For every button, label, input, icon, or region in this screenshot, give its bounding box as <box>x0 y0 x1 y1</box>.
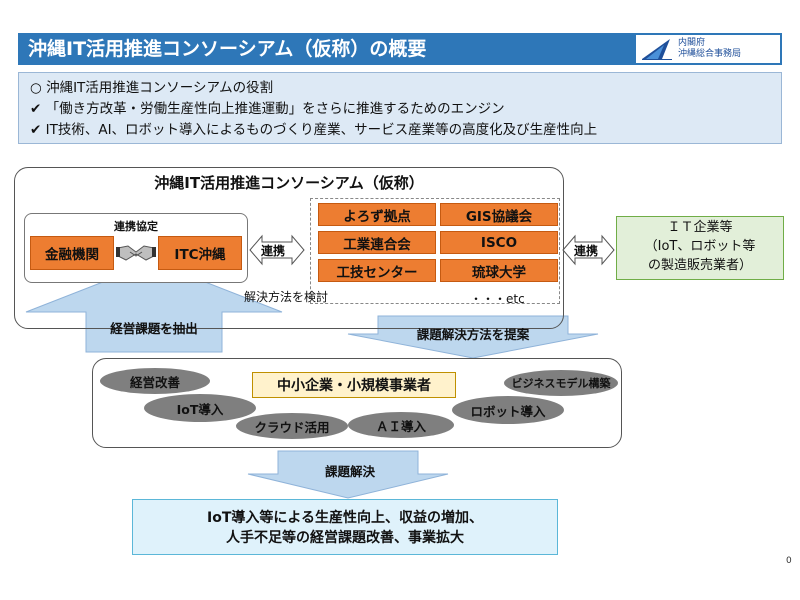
result-line: 人手不足等の経営課題改善、事業拡大 <box>226 530 464 546</box>
result-line: IoT導入等による生産性向上、収益の増加、 <box>207 510 483 526</box>
logo-text-line1: 内閣府 <box>678 38 706 48</box>
sme-title: 中小企業・小規模事業者 <box>252 372 456 398</box>
result-box <box>132 499 558 555</box>
partner-item: よろず拠点 <box>318 203 436 226</box>
etc-label: ・・・etc <box>470 292 525 306</box>
it-companies-line: ＩＴ企業等 <box>667 220 733 235</box>
finance-box: 金融機関 <box>30 236 114 270</box>
link-right-arrow <box>562 234 615 266</box>
role-heading: ○ 沖縄IT活用推進コンソーシアムの役割 <box>30 80 274 96</box>
page-number: 0 <box>786 556 792 566</box>
link-right-label: 連携 <box>574 244 599 258</box>
extract-label: 経営課題を抽出 <box>110 321 198 336</box>
partner-item: 工技センター <box>318 259 436 282</box>
issue-oval: ビジネスモデル構築 <box>504 370 618 396</box>
solve-label: 課題解決 <box>324 464 375 479</box>
sme-box <box>92 358 622 448</box>
partner-item: ISCO <box>440 231 558 254</box>
link-left-arrow <box>249 234 305 266</box>
issue-oval: IoT導入 <box>144 394 256 422</box>
solve-arrow <box>247 450 449 499</box>
agreement-label: 連携協定 <box>114 220 158 233</box>
issue-oval: 経営改善 <box>100 368 210 394</box>
it-companies-line: の製造販売業者） <box>647 258 752 273</box>
role-item: ✔ 「働き方改革・労働生産性向上推進運動」をさらに推進するためのエンジン <box>30 101 505 117</box>
handshake-icon <box>116 245 156 261</box>
logo-text-line2: 沖縄総合事務局 <box>678 49 742 59</box>
it-companies-box <box>616 216 784 280</box>
partner-item: GIS協議会 <box>440 203 558 226</box>
partner-item: 工業連合会 <box>318 231 436 254</box>
itc-box: ITC沖縄 <box>158 236 242 270</box>
cabinet-office-logo-icon <box>642 39 672 60</box>
consortium-box <box>14 167 564 329</box>
consortium-title: 沖縄IT活用推進コンソーシアム（仮称） <box>154 174 424 192</box>
role-item: ✔ IT技術、AI、ロボット導入によるものづくり産業、サービス産業等の高度化及び… <box>30 122 598 138</box>
role-box <box>18 72 782 144</box>
page-title: 沖縄IT活用推進コンソーシアム（仮称）の概要 <box>28 38 427 60</box>
link-left-label: 連携 <box>261 244 286 258</box>
it-companies-line: （IoT、ロボット等 <box>644 239 756 254</box>
partner-item: 琉球大学 <box>440 259 558 282</box>
method-label: 解決方法を検討 <box>244 290 329 304</box>
issue-oval: ロボット導入 <box>452 396 564 424</box>
propose-label: 課題解決方法を提案 <box>416 327 530 342</box>
propose-arrow <box>347 315 599 359</box>
issue-oval: クラウド活用 <box>236 413 348 439</box>
issue-oval: ＡＩ導入 <box>348 412 454 438</box>
